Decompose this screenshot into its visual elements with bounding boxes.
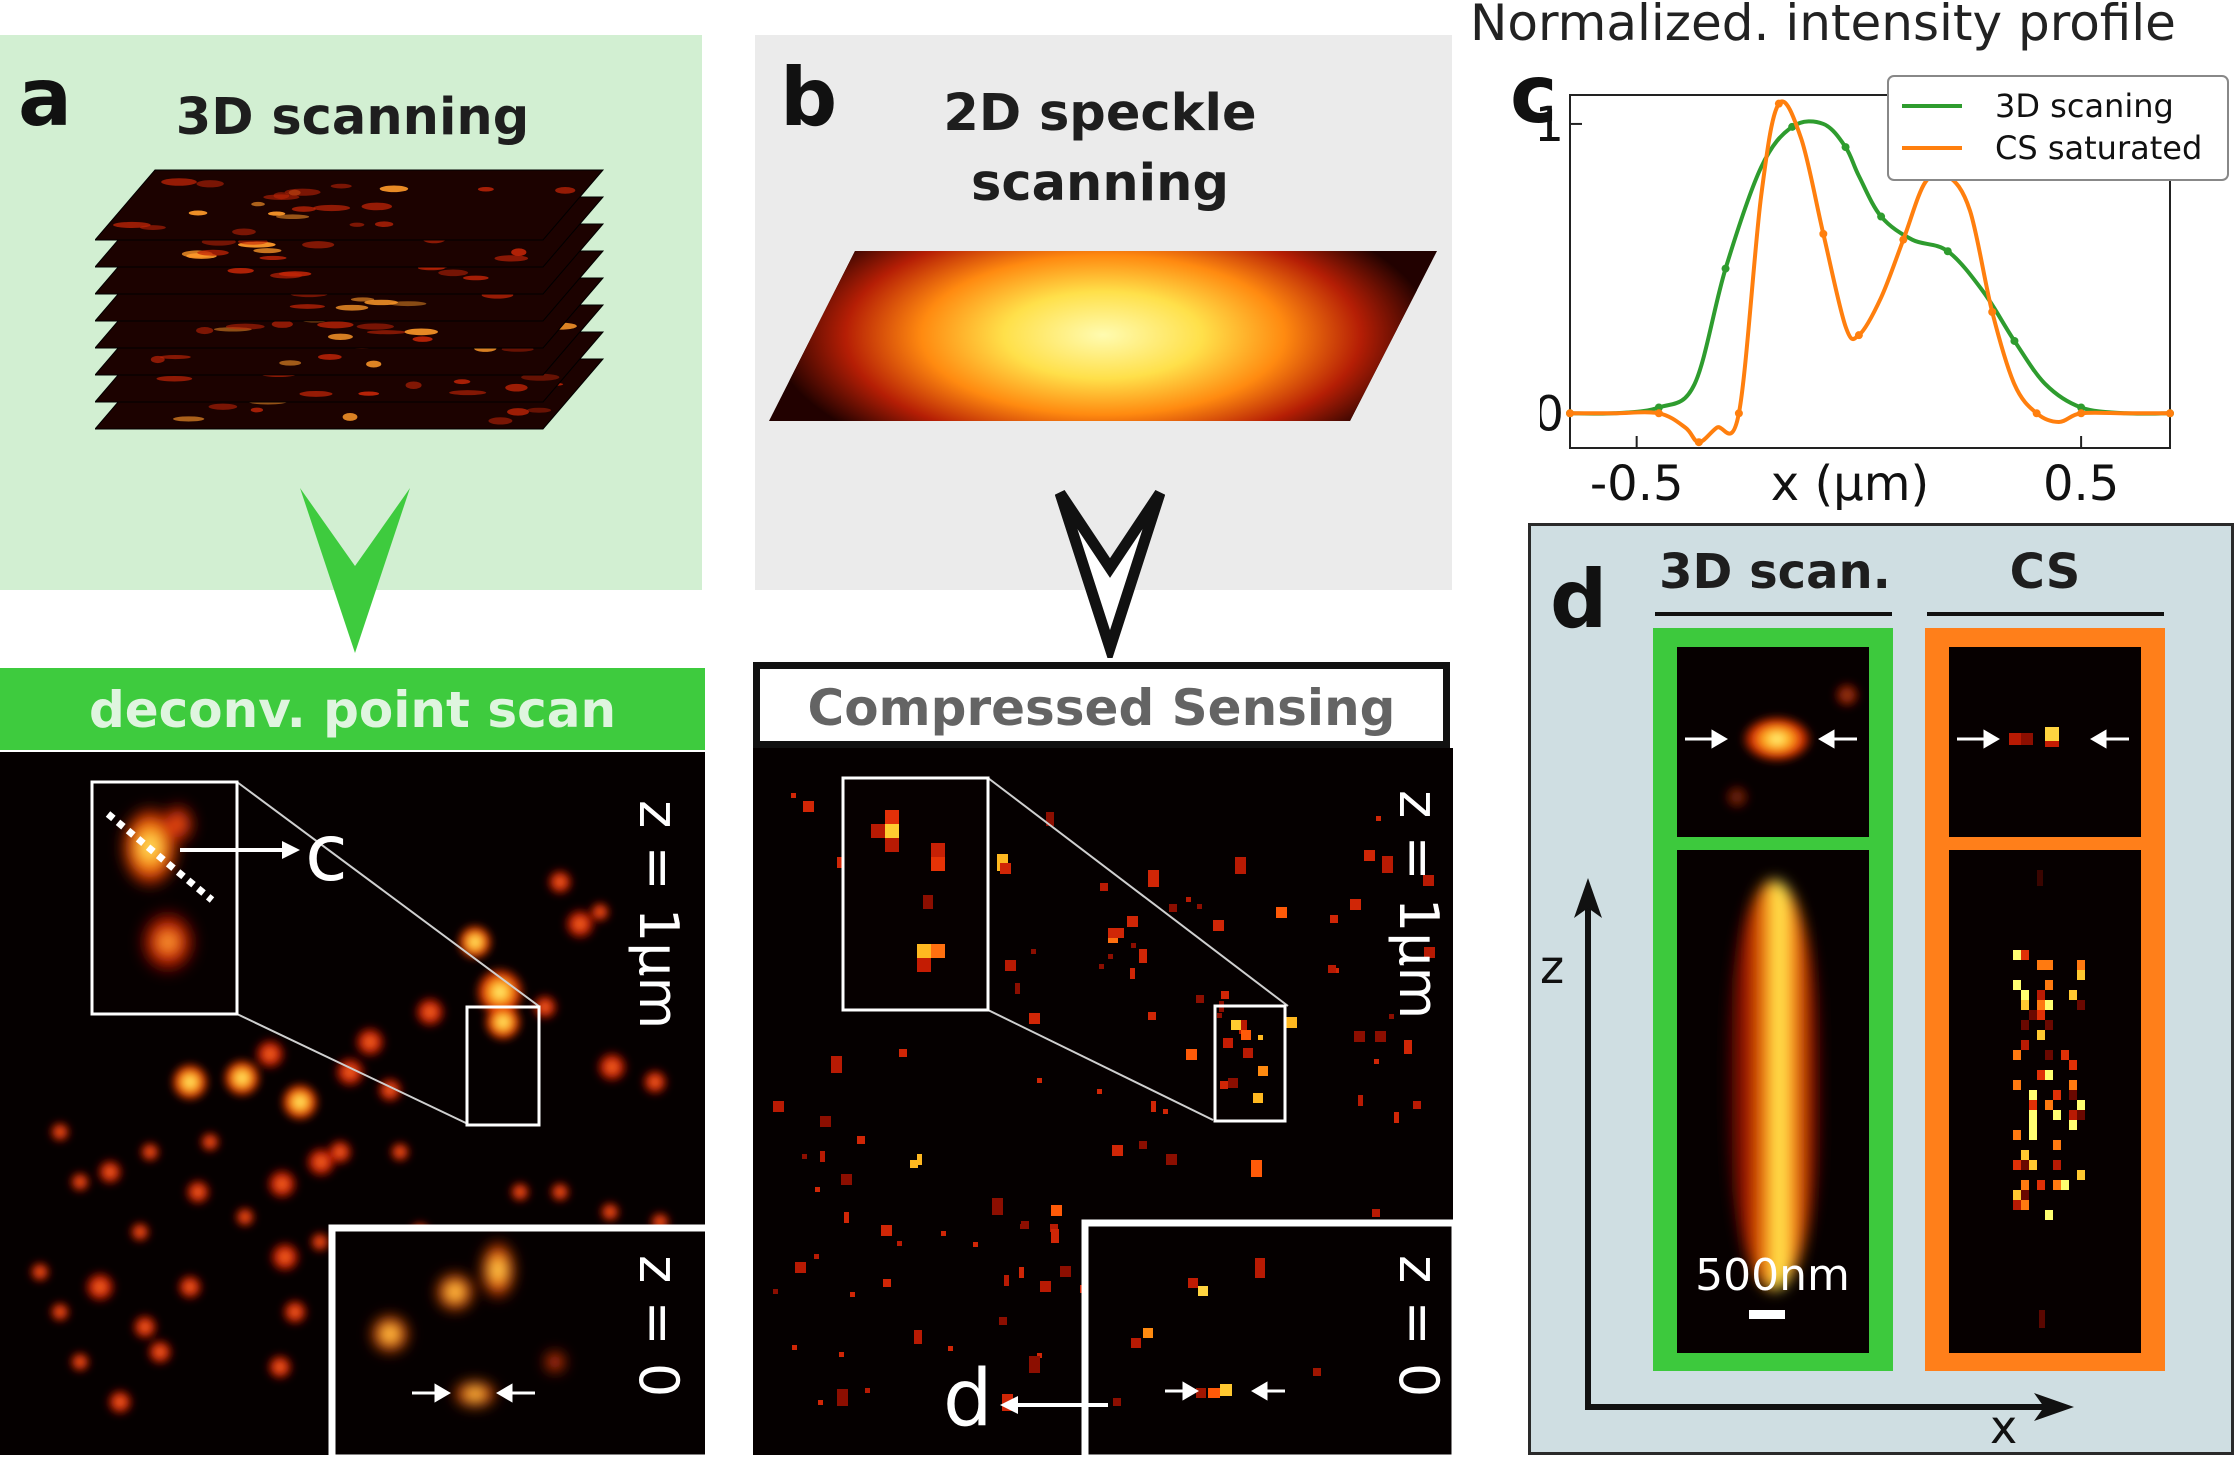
stacked-image-planes — [95, 169, 605, 430]
data-point — [1899, 235, 1908, 244]
cs-label-box — [753, 662, 1450, 748]
inset-depth-label-a: z = 0 — [627, 1255, 690, 1398]
data-point — [1694, 438, 1703, 447]
axis-z-label: z — [1540, 940, 1565, 994]
column-label-cs: CS — [2009, 544, 2081, 600]
data-point — [1841, 143, 1850, 152]
panel-b-letter: b — [780, 51, 838, 144]
speckle-plane — [769, 251, 1437, 421]
panel-a-title: 3D scanning — [175, 88, 530, 147]
intensity-profile-chart: -0.5 0.5 0 1 x (µm) 3D scaning CS saturated — [1540, 75, 2229, 512]
xz-spot-3d-scan — [1677, 850, 1869, 1353]
callout-d-label: d — [943, 1354, 993, 1444]
axis-x-label: x — [1990, 1400, 2018, 1454]
xz-axes — [1574, 878, 2074, 1421]
plot-frame — [1569, 94, 2171, 449]
column-underline-right — [1927, 612, 2164, 616]
cs-label: Compressed Sensing — [807, 679, 1396, 737]
down-arrow-b — [1055, 489, 1165, 658]
xy-spot-3d-scan — [1677, 647, 1869, 837]
data-point — [2032, 409, 2041, 418]
data-point — [1774, 99, 1783, 108]
legend-label: 3D scaning — [1995, 87, 2174, 125]
deconv-label: deconv. point scan — [88, 681, 617, 739]
depth-label-a: z = 1µm — [627, 800, 690, 1030]
legend-label: CS saturated — [1995, 129, 2202, 167]
series-line — [1569, 99, 2170, 445]
data-point — [2077, 409, 2086, 418]
data-point — [2010, 336, 2019, 345]
data-point — [1854, 331, 1863, 340]
xy-spot-cs — [1949, 647, 2141, 837]
x-axis-label: x (µm) — [1771, 456, 1929, 512]
x-tick-label: -0.5 — [1590, 456, 1684, 512]
y-tick-label: 1 — [1540, 97, 1564, 153]
x-tick-label: 0.5 — [2043, 456, 2119, 512]
panel-b-title-line2: scanning — [971, 154, 1229, 213]
data-point — [2077, 403, 2086, 412]
panel-b-title-line1: 2D speckle — [943, 84, 1257, 143]
scalebar-label: 500nm — [1695, 1250, 1850, 1301]
data-point — [1721, 264, 1730, 273]
data-point — [1734, 409, 1743, 418]
data-point — [1819, 229, 1828, 238]
cs-image — [753, 748, 1453, 1455]
column-label-3d-scan: 3D scan. — [1659, 544, 1891, 600]
callout-c-label: c — [305, 809, 348, 899]
xz-spot-cs — [1949, 850, 2141, 1353]
panel-a-letter: a — [18, 51, 72, 144]
data-point — [1654, 409, 1663, 418]
depth-label-b: z = 1µm — [1387, 790, 1450, 1020]
image-plane — [95, 169, 605, 241]
inset-depth-label-b: z = 0 — [1387, 1255, 1450, 1398]
chart-legend: 3D scaning CS saturated — [1887, 75, 2229, 181]
down-arrow-a — [300, 488, 410, 653]
data-point — [1943, 247, 1952, 256]
deconv-label-bar — [0, 668, 705, 750]
panel-c-letter: c — [1510, 48, 1558, 141]
data-point — [2166, 409, 2174, 418]
series-line — [1569, 119, 2171, 416]
data-point — [1877, 212, 1886, 221]
panel-d-letter: d — [1550, 553, 1608, 646]
data-point — [1988, 308, 1997, 317]
data-point — [1566, 409, 1574, 418]
chart-title: Normalized. intensity profile — [1470, 0, 2176, 52]
data-point — [1654, 403, 1663, 412]
y-tick-label: 0 — [1540, 386, 1564, 442]
deconv-image — [0, 752, 705, 1455]
column-underline-left — [1655, 612, 1892, 616]
